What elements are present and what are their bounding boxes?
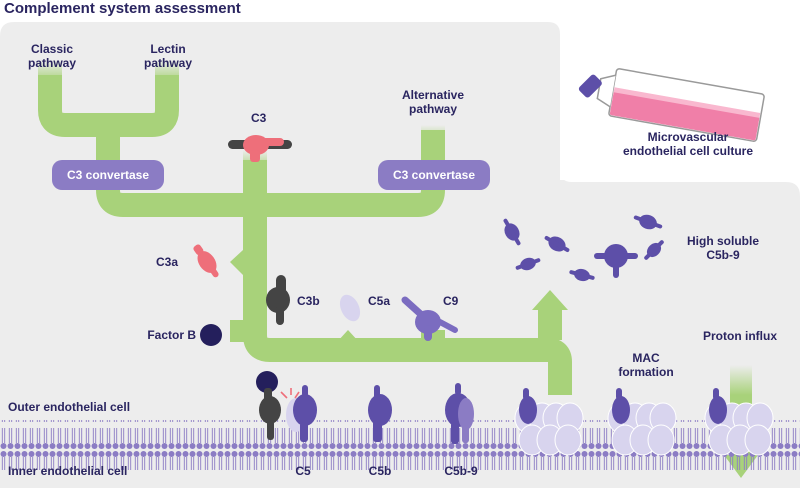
- mac-pore-3: [704, 388, 774, 456]
- c3-convertase-right: C3 convertase: [378, 160, 490, 190]
- c3b-molecule: [266, 275, 290, 325]
- soluble-c5b9-label: High soluble C5b-9: [687, 234, 759, 262]
- soluble-c5b9-fragments: [503, 214, 664, 282]
- c3-molecule: [228, 135, 292, 162]
- culture-label: Microvascular endothelial cell culture: [622, 130, 754, 158]
- c5-label: C5: [295, 464, 311, 478]
- factor-b-label: Factor B: [147, 328, 196, 342]
- c3-label: C3: [251, 111, 267, 125]
- c3b-label: C3b: [297, 294, 320, 308]
- mac-pore-2: [607, 388, 677, 456]
- background-panel: [0, 22, 800, 488]
- c9-label: C9: [443, 294, 459, 308]
- mac-pore-1: [514, 388, 584, 456]
- lectin-pathway-label: Lectin pathway: [143, 42, 192, 70]
- c5-complex: [256, 371, 317, 442]
- inner-membrane-label: Inner endothelial cell: [8, 464, 128, 478]
- factor-b-molecule: [200, 324, 222, 346]
- c5b-complex: [368, 385, 392, 442]
- c5a-label: C5a: [368, 294, 391, 308]
- alternative-pathway-label: Alternative pathway: [401, 88, 465, 116]
- c5a-molecule: [339, 294, 361, 322]
- culture-flask-icon: [578, 68, 765, 142]
- c9-molecule: [401, 296, 458, 341]
- c5b-label: C5b: [368, 464, 392, 478]
- membrane: [0, 420, 800, 470]
- mac-formation-label: MAC formation: [618, 351, 674, 379]
- c5b9-complex: [445, 383, 474, 444]
- c3a-label: C3a: [155, 255, 178, 269]
- page-title: Complement system assessment: [4, 0, 241, 17]
- c3a-molecule: [193, 244, 219, 278]
- classic-pathway-label: Classic pathway: [27, 42, 76, 70]
- proton-influx-label: Proton influx: [703, 329, 777, 343]
- c3-convertase-left: C3 convertase: [52, 160, 164, 190]
- pathway-ribbons: [38, 75, 572, 395]
- c5b9-label: C5b-9: [444, 464, 478, 478]
- outer-membrane-label: Outer endothelial cell: [8, 400, 131, 414]
